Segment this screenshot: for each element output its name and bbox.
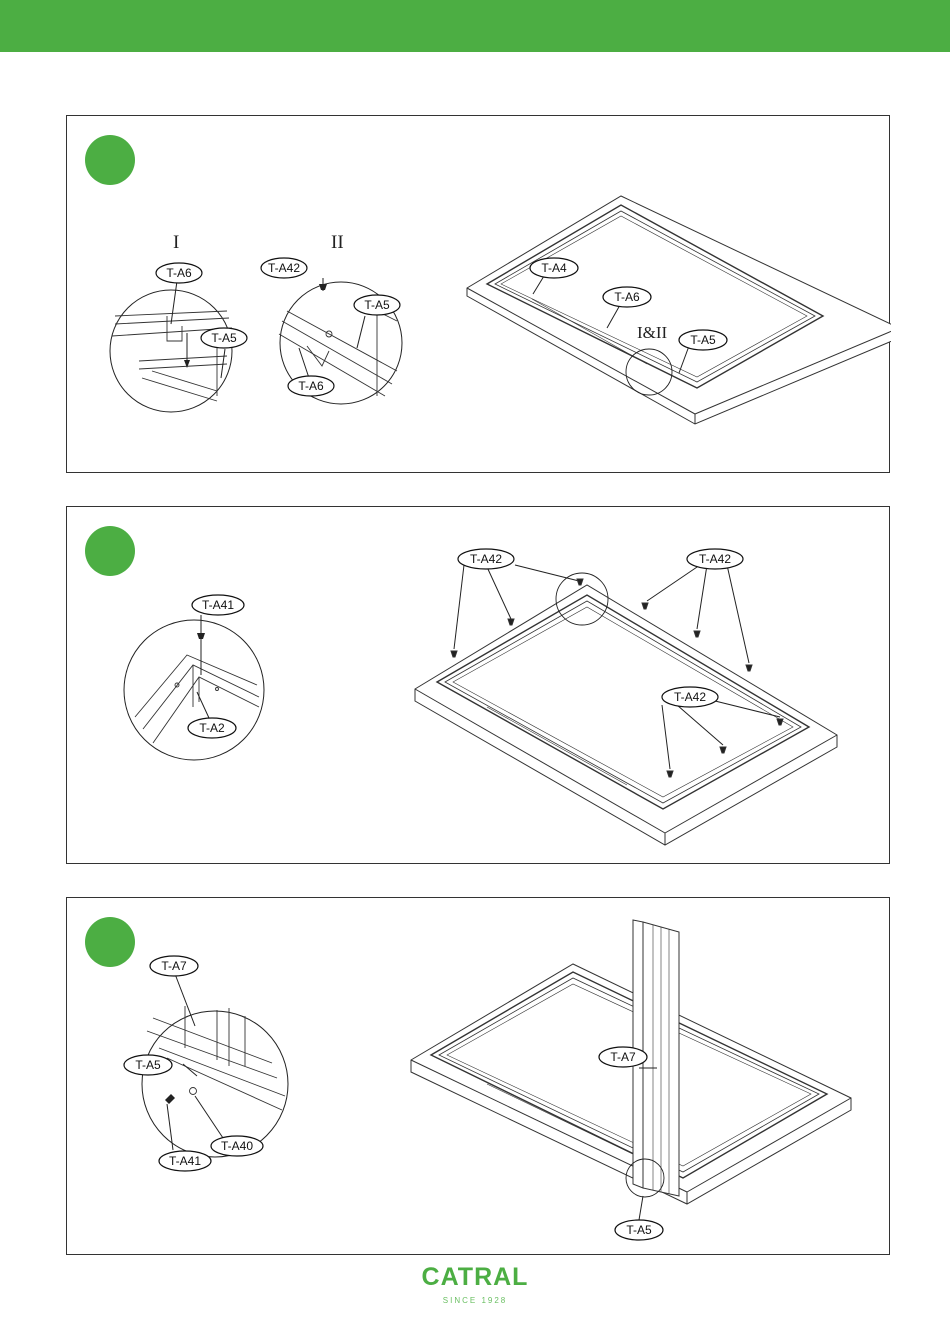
label-t-a5: T-A5: [690, 333, 716, 347]
main-frame-1: [467, 196, 891, 424]
main-frame-3: [411, 920, 851, 1220]
detail-II: II T-A42 T-A5 T-A6: [261, 232, 402, 404]
step-1-panel: I T-A6 T-A5 II: [66, 115, 890, 473]
detail-II-roman: II: [331, 232, 344, 253]
detail-post-base: T-A7 T-A5 T-A41 T-A40: [124, 956, 288, 1171]
brand-tagline: SINCE 1928: [0, 1296, 950, 1305]
label-t-a5: T-A5: [626, 1223, 652, 1237]
label-t-a6: T-A6: [614, 290, 640, 304]
main-frame-2: [415, 565, 837, 845]
label-t-a42: T-A42: [268, 261, 300, 275]
label-t-a6: T-A6: [166, 266, 192, 280]
label-t-a6: T-A6: [298, 379, 324, 393]
detail-I-roman: I: [173, 232, 179, 253]
step-2-panel: T-A41 T-A2: [66, 506, 890, 864]
label-t-a5: T-A5: [135, 1058, 161, 1072]
step-3-drawing: T-A7 T-A5 T-A41 T-A40: [67, 898, 891, 1256]
label-t-a41: T-A41: [202, 598, 234, 612]
label-t-a5: T-A5: [211, 331, 237, 345]
step-1-drawing: I T-A6 T-A5 II: [67, 116, 891, 474]
label-t-a5: T-A5: [364, 298, 390, 312]
step-3-panel: T-A7 T-A5 T-A41 T-A40: [66, 897, 890, 1255]
label-t-a40: T-A40: [221, 1139, 253, 1153]
label-t-a7: T-A7: [610, 1050, 636, 1064]
brand-logo-text: CATRAL: [0, 1263, 950, 1292]
header-bar: [0, 0, 950, 52]
step-2-drawing: T-A41 T-A2: [67, 507, 891, 865]
label-t-a42: T-A42: [470, 552, 502, 566]
label-t-a2: T-A2: [199, 721, 225, 735]
label-t-a42: T-A42: [674, 690, 706, 704]
label-t-a4: T-A4: [541, 261, 567, 275]
detail-corner: T-A41 T-A2: [124, 595, 264, 760]
detail-I: I T-A6 T-A5: [110, 232, 247, 412]
callout-i-ii: I&II: [637, 323, 668, 342]
label-t-a42: T-A42: [699, 552, 731, 566]
label-t-a7: T-A7: [161, 959, 187, 973]
label-t-a41: T-A41: [169, 1154, 201, 1168]
